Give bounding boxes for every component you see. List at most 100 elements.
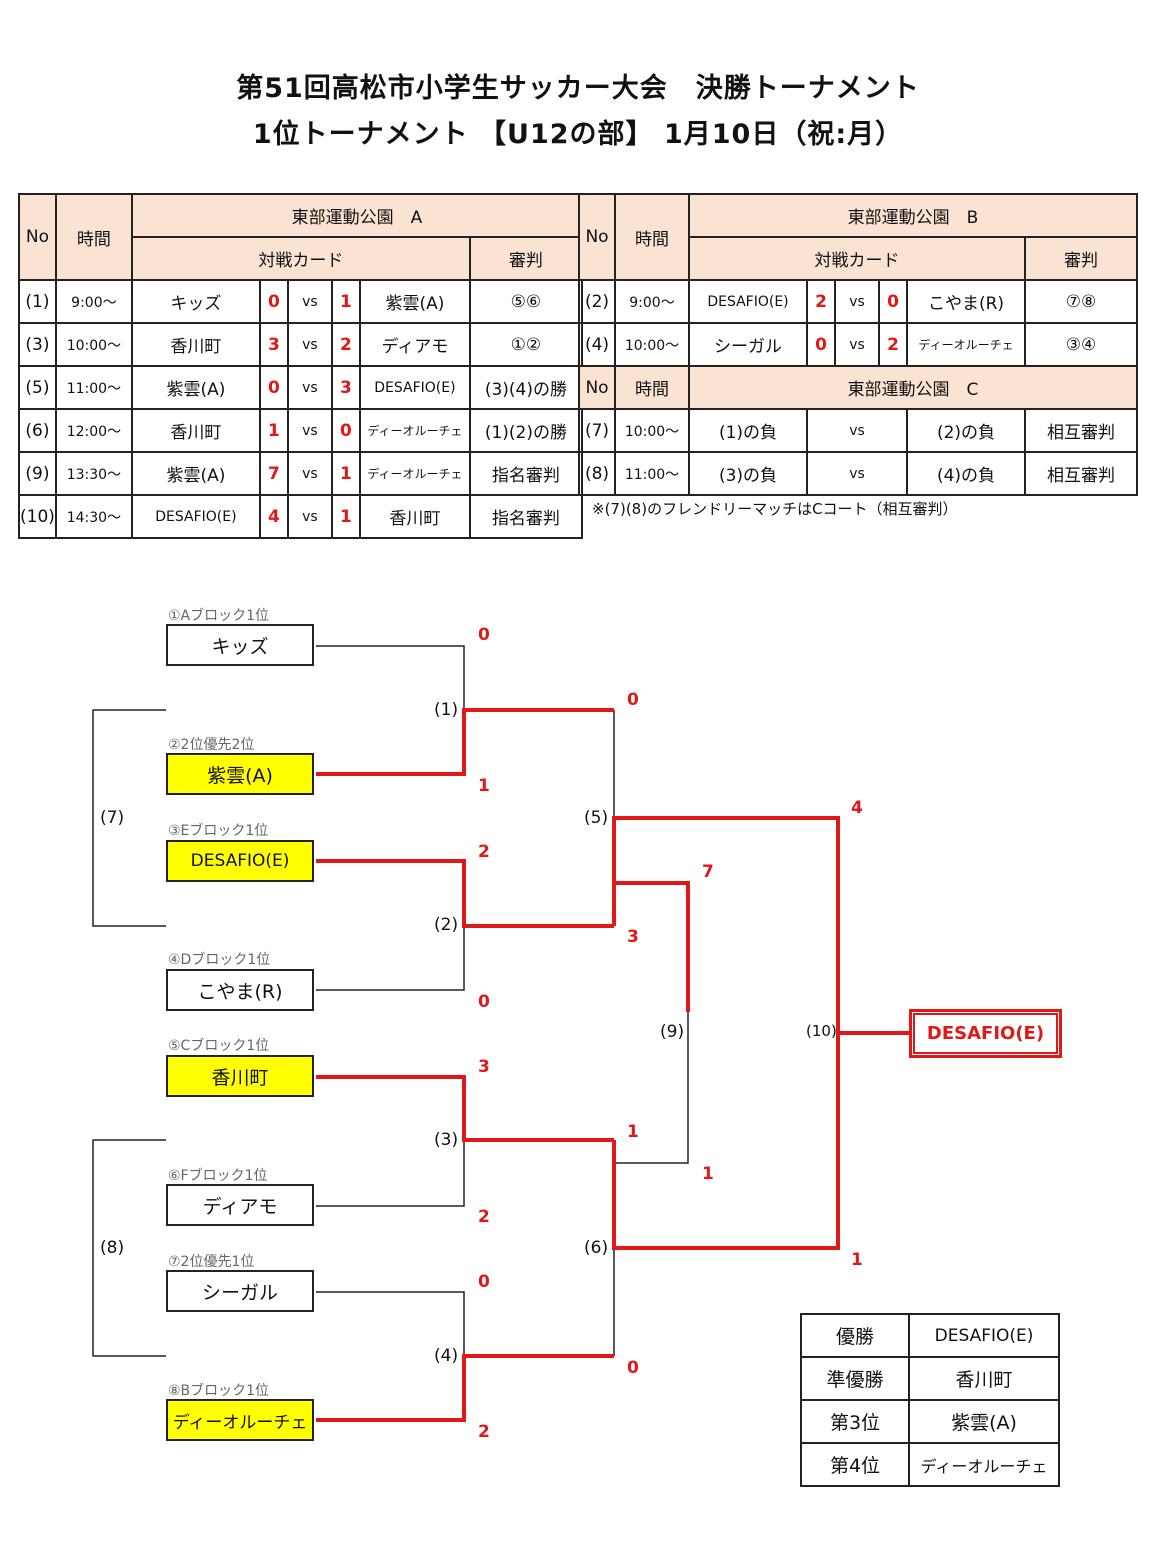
bracket-line <box>316 1140 465 1207</box>
away-team: (2)の負 <box>906 408 1026 453</box>
match-no: (7) <box>578 408 616 453</box>
match-label: (3) <box>434 1130 459 1150</box>
referee: 指名審判 <box>468 494 583 539</box>
team-box-advanced: ディーオルーチェ <box>166 1399 314 1441</box>
bracket-score: 7 <box>702 862 714 882</box>
winner-line <box>612 816 909 1035</box>
vs-label: vs <box>286 322 333 367</box>
bracket-line <box>316 926 465 991</box>
venue-a-header: 東部運動公園 A <box>130 193 583 238</box>
team-box: ディアモ <box>166 1184 314 1226</box>
team-box-advanced: 香川町 <box>166 1055 314 1097</box>
match-no: (1) <box>18 279 57 324</box>
ranking-team: 紫雲(A) <box>908 1399 1060 1444</box>
away-score: 2 <box>878 322 908 367</box>
away-score: 0 <box>878 279 908 324</box>
team-box: こやま(R) <box>166 969 314 1011</box>
ranking-row: 第4位 ディーオルーチェ <box>800 1442 1060 1487</box>
match-row: (2) 9:00～ DESAFIO(E) 2 vs 0 こやま(R) ⑦⑧ <box>578 279 1138 324</box>
ranking-row: 優勝 DESAFIO(E) <box>800 1313 1060 1358</box>
ranking-place: 第3位 <box>800 1399 910 1444</box>
bracket-score: 4 <box>851 798 863 818</box>
vs-label: vs <box>286 451 333 496</box>
ranking-place: 準優勝 <box>800 1356 910 1401</box>
bracket-score: 2 <box>478 842 490 862</box>
home-team: 紫雲(A) <box>130 451 261 496</box>
header-no: No <box>18 193 57 281</box>
ranking-team: DESAFIO(E) <box>908 1313 1060 1358</box>
match-row: (9) 13:30～ 紫雲(A) 7 vs 1 ディーオルーチェ 指名審判 <box>18 451 583 496</box>
team-box-advanced: 紫雲(A) <box>166 753 314 795</box>
home-score: 0 <box>806 322 836 367</box>
home-score: 0 <box>258 279 289 324</box>
home-team: DESAFIO(E) <box>130 494 261 539</box>
seed-label: ⑧Bブロック1位 <box>168 1383 270 1399</box>
referee: (3)(4)の勝 <box>468 365 583 410</box>
match-time: 10:00～ <box>54 322 133 367</box>
match-time: 10:00～ <box>614 408 690 453</box>
bracket-line <box>92 709 166 927</box>
seed-label: ④Dブロック1位 <box>168 952 271 968</box>
header-time: 時間 <box>614 365 690 410</box>
referee: ①② <box>468 322 583 367</box>
home-team: キッズ <box>130 279 261 324</box>
match-row: (5) 11:00～ 紫雲(A) 0 vs 3 DESAFIO(E) (3)(4… <box>18 365 583 410</box>
away-team: ディーオルーチェ <box>358 451 471 496</box>
header-no: No <box>578 193 616 281</box>
match-time: 10:00～ <box>614 322 690 367</box>
header-referee: 審判 <box>468 236 583 281</box>
match-time: 13:30～ <box>54 451 133 496</box>
seed-label: ⑥Fブロック1位 <box>168 1168 268 1184</box>
champion-team: DESAFIO(E) <box>913 1013 1058 1054</box>
match-row: (7) 10:00～ (1)の負 vs (2)の負 相互審判 <box>578 408 1138 453</box>
winner-line <box>316 859 614 928</box>
schedule-table-bc: No 時間 東部運動公園 B 対戦カード 審判 (2) 9:00～ DESAFI… <box>578 193 1138 496</box>
bracket-score: 0 <box>478 992 490 1012</box>
bracket-line <box>614 1012 689 1164</box>
referee: ⑦⑧ <box>1024 279 1138 324</box>
header-referee: 審判 <box>1024 236 1138 281</box>
ranking-place: 第4位 <box>800 1442 910 1487</box>
match-no: (9) <box>18 451 57 496</box>
bracket-score: 1 <box>627 1122 639 1142</box>
bracket-score: 3 <box>627 927 639 947</box>
match-row: (4) 10:00～ シーガル 0 vs 2 ディーオルーチェ ③④ <box>578 322 1138 367</box>
home-team: DESAFIO(E) <box>688 279 808 324</box>
header-no: No <box>578 365 616 410</box>
match-no: (10) <box>18 494 57 539</box>
match-label: (4) <box>434 1346 459 1366</box>
home-team: 香川町 <box>130 408 261 453</box>
match-no: (8) <box>578 451 616 496</box>
home-score: 3 <box>258 322 289 367</box>
seed-label: ⑤Cブロック1位 <box>168 1038 270 1054</box>
header-time: 時間 <box>54 193 133 281</box>
vs-label: vs <box>834 322 880 367</box>
team-box-advanced: DESAFIO(E) <box>166 840 314 882</box>
match-time: 12:00～ <box>54 408 133 453</box>
ranking-team: ディーオルーチェ <box>908 1442 1060 1487</box>
referee: 相互審判 <box>1024 408 1138 453</box>
home-score: 4 <box>258 494 289 539</box>
home-score: 0 <box>258 365 289 410</box>
home-team: (3)の負 <box>688 451 808 496</box>
team-box: シーガル <box>166 1270 314 1312</box>
bracket-line <box>92 1139 166 1357</box>
away-team: (4)の負 <box>906 451 1026 496</box>
home-score: 7 <box>258 451 289 496</box>
match-time: 11:00～ <box>614 451 690 496</box>
vs-label: vs <box>286 408 333 453</box>
bracket-score: 3 <box>478 1057 490 1077</box>
match-no: (2) <box>578 279 616 324</box>
bracket-score: 2 <box>478 1207 490 1227</box>
match-label: (10) <box>806 1022 837 1040</box>
bracket-score: 0 <box>627 1358 639 1378</box>
seed-label: ①Aブロック1位 <box>168 608 270 624</box>
referee: 相互審判 <box>1024 451 1138 496</box>
vs-label: vs <box>834 279 880 324</box>
away-score: 1 <box>330 279 361 324</box>
ranking-place: 優勝 <box>800 1313 910 1358</box>
winner-line <box>316 1075 614 1142</box>
team-box: キッズ <box>166 624 314 666</box>
match-time: 11:00～ <box>54 365 133 410</box>
